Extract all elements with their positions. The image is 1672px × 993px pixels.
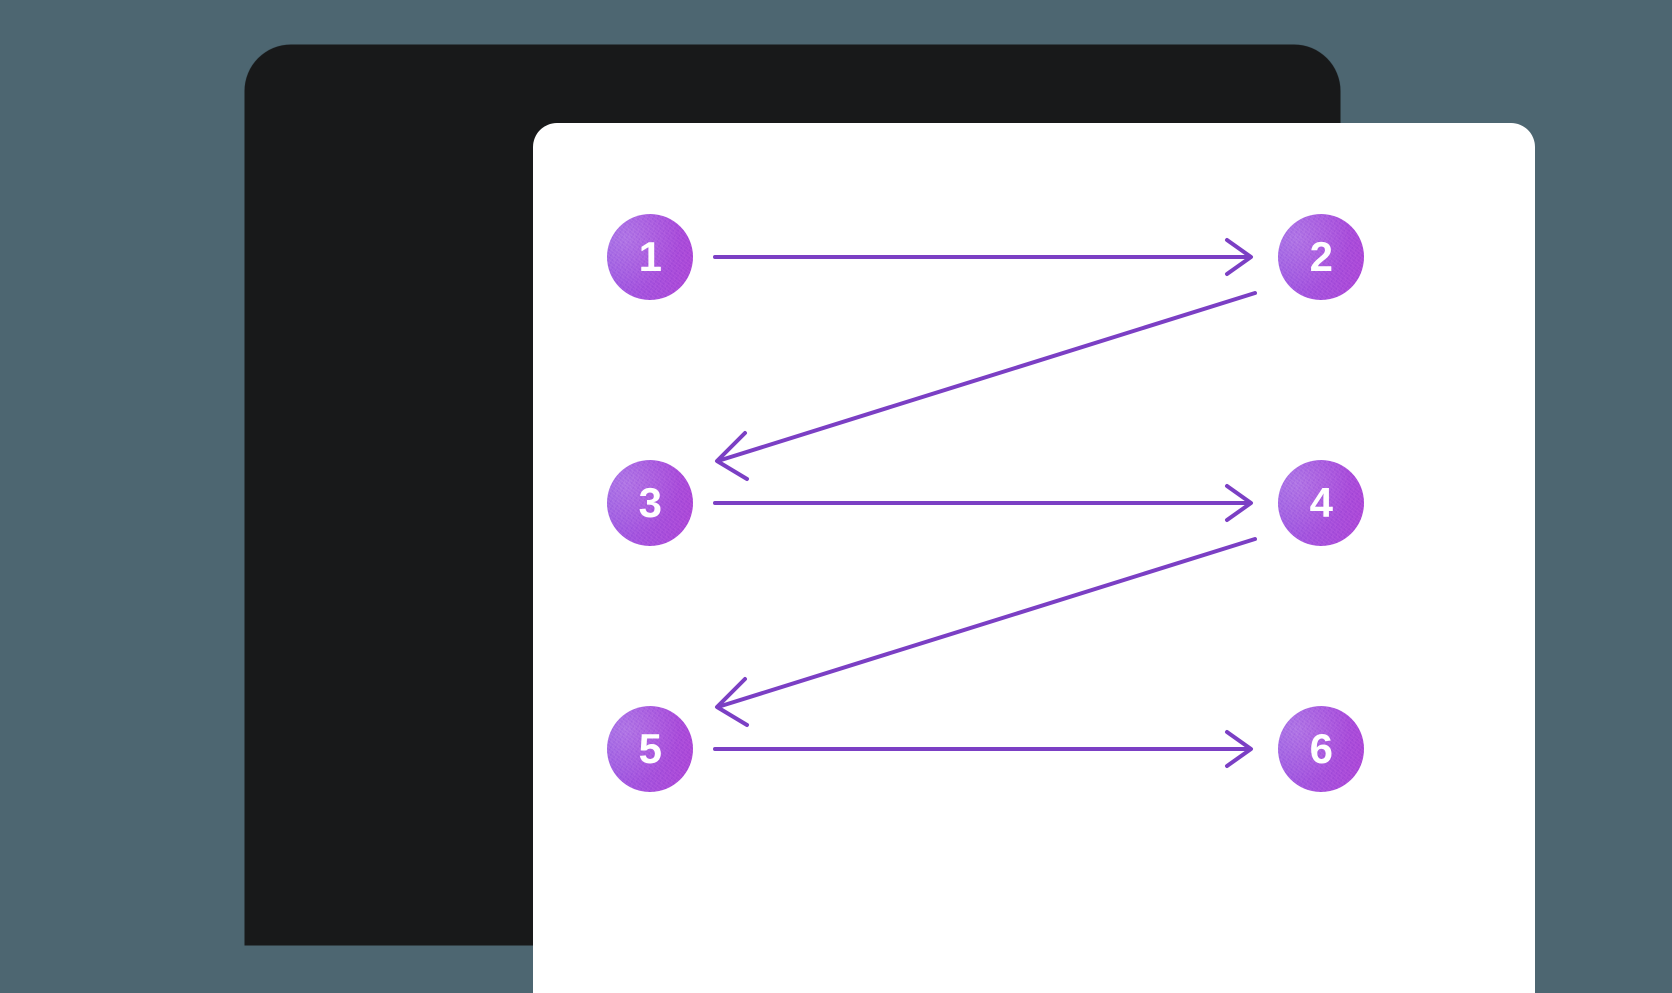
diagram-canvas: 1 2 3 4 5 6 <box>533 123 1535 993</box>
graph-node-6[interactable]: 6 <box>1278 706 1364 792</box>
device-screen: 1 2 3 4 5 6 <box>533 123 1535 993</box>
graph-node-1-label: 1 <box>638 233 662 280</box>
edge-2-to-3 <box>715 291 1257 481</box>
arrowhead-4-5 <box>715 677 749 727</box>
graph-node-4[interactable]: 4 <box>1278 460 1364 546</box>
graph-node-5[interactable]: 5 <box>607 706 693 792</box>
arrowhead-2-3 <box>715 431 749 481</box>
edge-1-to-2 <box>713 238 1253 276</box>
edge-line-2-3 <box>719 291 1257 462</box>
arrowhead-1-2 <box>1225 238 1253 276</box>
graph-node-2-label: 2 <box>1309 233 1333 280</box>
graph-node-2[interactable]: 2 <box>1278 214 1364 300</box>
graph-node-1[interactable]: 1 <box>607 214 693 300</box>
scene-root: 1 2 3 4 5 6 <box>245 45 1535 993</box>
arrowhead-3-4 <box>1225 484 1253 522</box>
graph-node-3[interactable]: 3 <box>607 460 693 546</box>
edge-4-to-5 <box>715 537 1257 727</box>
graph-node-5-label: 5 <box>638 725 662 772</box>
edge-5-to-6 <box>713 730 1253 768</box>
edge-line-4-5 <box>719 537 1257 708</box>
graph-node-3-label: 3 <box>638 479 662 526</box>
arrowhead-5-6 <box>1225 730 1253 768</box>
graph-node-4-label: 4 <box>1309 479 1333 526</box>
graph-node-6-label: 6 <box>1309 725 1333 772</box>
edge-3-to-4 <box>713 484 1253 522</box>
device-frame: 1 2 3 4 5 6 <box>245 45 1535 993</box>
edge-layer <box>713 238 1257 768</box>
